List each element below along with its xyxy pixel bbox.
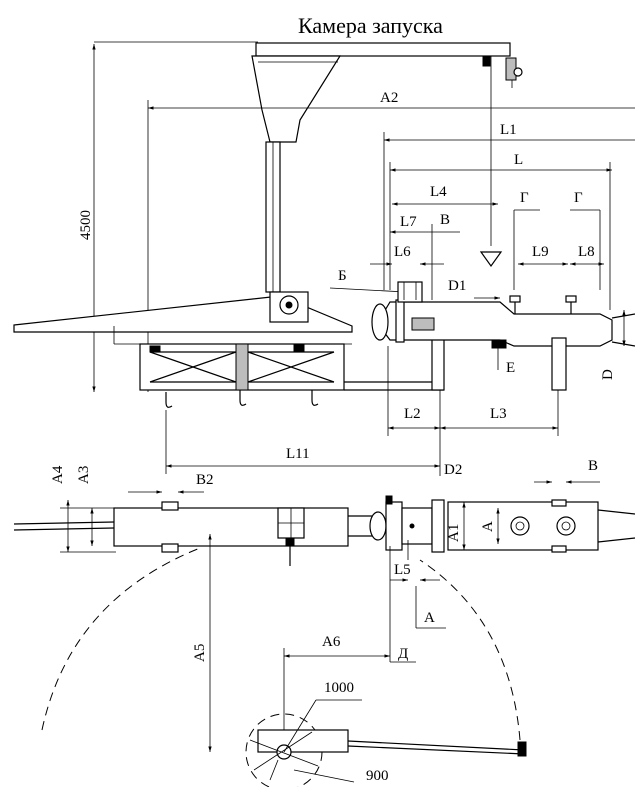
dim-A6: A6 Д [283, 546, 416, 742]
label-L5: L5 [394, 562, 411, 578]
label-L8: L8 [578, 244, 595, 260]
label-A: A [480, 521, 496, 532]
rotated-view: 1000 900 [245, 680, 527, 787]
callouts-B-D1: Б D1 [329, 268, 500, 300]
dim-L7: L7 В [390, 212, 460, 300]
label-L2: L2 [404, 406, 421, 422]
label-L1: L1 [500, 122, 517, 138]
dim-A5: A5 [192, 534, 212, 752]
label-G2: Г [574, 190, 583, 206]
label-V-right: В [588, 458, 598, 474]
dim-A2: A2 [147, 90, 635, 392]
label-D-cyr: Д [398, 646, 408, 662]
label-r900: 900 [366, 768, 389, 784]
label-G1: Г [520, 190, 529, 206]
label-B2: B2 [196, 472, 214, 488]
label-V-top: В [440, 212, 450, 228]
section-G-markers: Г Г [513, 190, 601, 290]
label-A1: A1 [446, 524, 462, 542]
label-A6: A6 [322, 634, 341, 650]
label-4500: 4500 [78, 210, 94, 240]
label-E: Е [506, 360, 515, 376]
top-view-assembly [13, 495, 635, 566]
label-A5: A5 [192, 644, 208, 662]
label-L9: L9 [532, 244, 549, 260]
label-L11: L11 [286, 446, 310, 462]
dim-L2-L3: L2 L3 [387, 346, 559, 476]
dim-A4-A3-B2: A4 A3 B2 [50, 465, 214, 553]
label-B-cyr: Б [338, 268, 347, 284]
label-D2: D2 [444, 462, 462, 478]
dim-L5-A: L5 A [390, 540, 446, 629]
dim-L4: L4 [392, 184, 498, 206]
label-L3: L3 [490, 406, 507, 422]
dim-4500: 4500 [78, 44, 96, 392]
label-L4: L4 [430, 184, 447, 200]
label-D: D [600, 369, 616, 380]
swing-arc [41, 547, 521, 741]
label-D1: D1 [448, 278, 466, 294]
label-L6: L6 [394, 244, 411, 260]
dim-L11: L11 D2 [165, 410, 462, 478]
label-L7: L7 [400, 214, 417, 230]
label-A3: A3 [76, 466, 92, 484]
jib-crane [94, 41, 523, 293]
label-r1000: 1000 [324, 680, 354, 696]
drawing-title: Камера запуска [298, 13, 443, 38]
dim-L1: L1 [383, 122, 635, 290]
label-A-lower: A [424, 610, 435, 626]
dim-L: L [389, 152, 612, 310]
dim-V-right: В [534, 458, 600, 484]
side-view-assembly [13, 281, 635, 408]
label-L: L [514, 152, 523, 168]
label-A2: A2 [380, 90, 398, 106]
labels-E-D: Е D [506, 310, 626, 380]
dim-L6-L9-L8: L6 L9 L8 [370, 244, 604, 266]
dim-A1-A: A1 A [446, 502, 500, 550]
label-A4: A4 [50, 465, 66, 484]
